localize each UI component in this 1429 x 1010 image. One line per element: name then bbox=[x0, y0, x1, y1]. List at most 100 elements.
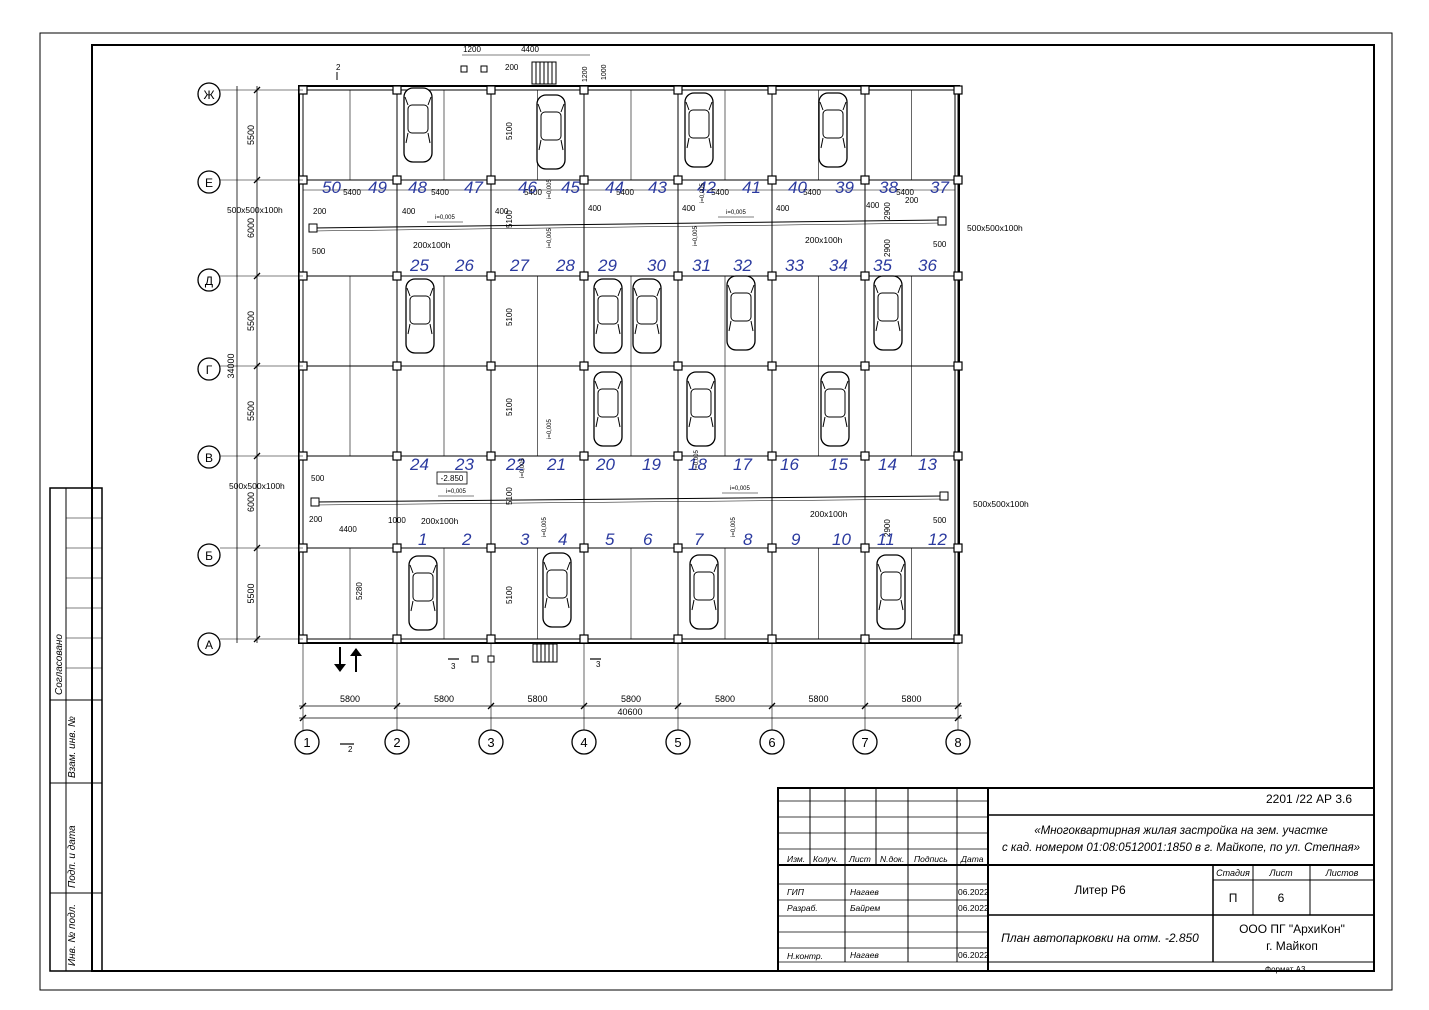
date-gip: 06.2022 bbox=[958, 887, 989, 897]
dim-misc-vertical: 5280 bbox=[355, 582, 364, 600]
car-windshield bbox=[537, 103, 542, 113]
dim-misc-label: 400 bbox=[495, 207, 509, 216]
dim-tick bbox=[954, 702, 962, 710]
car-roof bbox=[412, 572, 434, 602]
dim-left-label: 5500 bbox=[246, 125, 256, 145]
dim-tick bbox=[253, 362, 261, 370]
drain-pit bbox=[939, 491, 949, 501]
parking-number-row-d: 28 bbox=[555, 256, 575, 275]
structural-column bbox=[486, 175, 496, 185]
dim-row-e-label: 5400 bbox=[343, 188, 361, 197]
dim-misc-vertical: 2900 bbox=[883, 202, 892, 220]
drain-channel-upper-inner bbox=[312, 222, 943, 232]
car-icon bbox=[405, 278, 435, 354]
structural-column bbox=[673, 271, 683, 281]
structural-column bbox=[860, 543, 870, 553]
car-icon bbox=[726, 275, 756, 351]
parking-number-row-e: 37 bbox=[930, 178, 949, 197]
axis-label-6: 6 bbox=[768, 735, 775, 750]
drain-channel-lower bbox=[314, 495, 945, 503]
document-code: 2201 /22 АР 3.6 bbox=[1266, 792, 1352, 806]
car-rear-window bbox=[410, 600, 414, 612]
name-developer: Байрем bbox=[850, 903, 880, 913]
drain-channel-lower-inner bbox=[314, 498, 945, 506]
dim-span-label: 5800 bbox=[621, 694, 641, 704]
parking-number-row-d: 25 bbox=[409, 256, 429, 275]
dim-misc-vertical: 5100 bbox=[505, 308, 514, 326]
parking-number-row-v: 16 bbox=[780, 455, 799, 474]
parking-number-row-e: 39 bbox=[835, 178, 854, 197]
annotations-layer: 500х500х100h500х500х100h500х500х100h500х… bbox=[227, 63, 1029, 754]
bottom-column-marker bbox=[487, 655, 495, 663]
structural-column bbox=[673, 634, 683, 644]
parking-number-row-v: 19 bbox=[642, 455, 661, 474]
parking-number-row-b: 8 bbox=[743, 530, 753, 549]
date-developer: 06.2022 bbox=[958, 903, 989, 913]
structural-column bbox=[579, 175, 589, 185]
dim-tick bbox=[954, 714, 962, 722]
dim-tick bbox=[253, 86, 261, 94]
car-body bbox=[876, 554, 906, 630]
car-roof bbox=[730, 292, 752, 322]
dim-row-e-label: 5400 bbox=[803, 188, 821, 197]
car-windshield bbox=[427, 96, 432, 106]
car-rear-window bbox=[900, 599, 904, 611]
car-rear-window bbox=[595, 323, 599, 335]
car-rear-window bbox=[429, 323, 433, 335]
parking-number-row-e: 44 bbox=[605, 178, 624, 197]
structural-column bbox=[392, 361, 402, 371]
car-rear-window bbox=[842, 137, 846, 149]
side-stamp-inventory: Инв. № подл. bbox=[67, 904, 78, 966]
dim-misc-label: 500 bbox=[311, 474, 325, 483]
level-mark-box bbox=[436, 471, 468, 485]
car-roof bbox=[540, 111, 562, 141]
axis-label-3: 3 bbox=[487, 735, 494, 750]
car-roof bbox=[409, 295, 431, 325]
car-rear-window bbox=[708, 137, 712, 149]
parking-number-row-b: 12 bbox=[928, 530, 947, 549]
car-icon bbox=[684, 92, 714, 168]
parking-number-row-d: 29 bbox=[597, 256, 617, 275]
dim-tick bbox=[393, 702, 401, 710]
axis-label-Д: Д bbox=[205, 274, 213, 288]
parking-number-row-b: 10 bbox=[832, 530, 851, 549]
structural-column bbox=[392, 85, 402, 95]
dim-misc-label: 500 bbox=[312, 247, 326, 256]
axis-label-Ж: Ж bbox=[203, 88, 214, 102]
dim-left-label: 5500 bbox=[246, 583, 256, 603]
car-rear-window bbox=[750, 320, 754, 332]
car-windshield bbox=[656, 287, 661, 297]
parking-number-row-v: 15 bbox=[829, 455, 848, 474]
structural-column bbox=[579, 451, 589, 461]
car-windshield bbox=[877, 563, 882, 573]
channel-label: 200х100h bbox=[413, 240, 451, 250]
dim-misc-label: 200 bbox=[313, 207, 327, 216]
parking-number-row-d: 26 bbox=[454, 256, 474, 275]
structural-column bbox=[767, 451, 777, 461]
car-roof bbox=[688, 109, 710, 139]
dim-left-label: 6000 bbox=[246, 218, 256, 238]
car-rear-window bbox=[878, 599, 882, 611]
car-windshield bbox=[690, 563, 695, 573]
car-windshield bbox=[617, 380, 622, 390]
structural-column bbox=[953, 451, 963, 461]
title-block: Изм. Колуч. Лист N.док. Подпись Дата ГИП… bbox=[777, 787, 1375, 974]
dim-row-e-label: 5400 bbox=[711, 188, 729, 197]
dim-row-e-label: 5400 bbox=[431, 188, 449, 197]
axis-bubble-1 bbox=[294, 729, 320, 755]
dim-tick bbox=[580, 702, 588, 710]
car-roof bbox=[407, 104, 429, 134]
parking-number-row-e: 43 bbox=[648, 178, 667, 197]
dim-misc-label: 500 bbox=[933, 240, 947, 249]
parking-number-row-d: 30 bbox=[647, 256, 666, 275]
parking-number-row-b: 3 bbox=[520, 530, 530, 549]
car-rear-window bbox=[617, 416, 621, 428]
channel-label: 200х100h bbox=[421, 516, 459, 526]
side-stamp-agreed: Согласовано bbox=[54, 634, 65, 695]
pit-label-upper-left: 500х500х100h bbox=[227, 205, 283, 215]
car-windshield bbox=[708, 101, 713, 111]
car-rear-window bbox=[407, 323, 411, 335]
